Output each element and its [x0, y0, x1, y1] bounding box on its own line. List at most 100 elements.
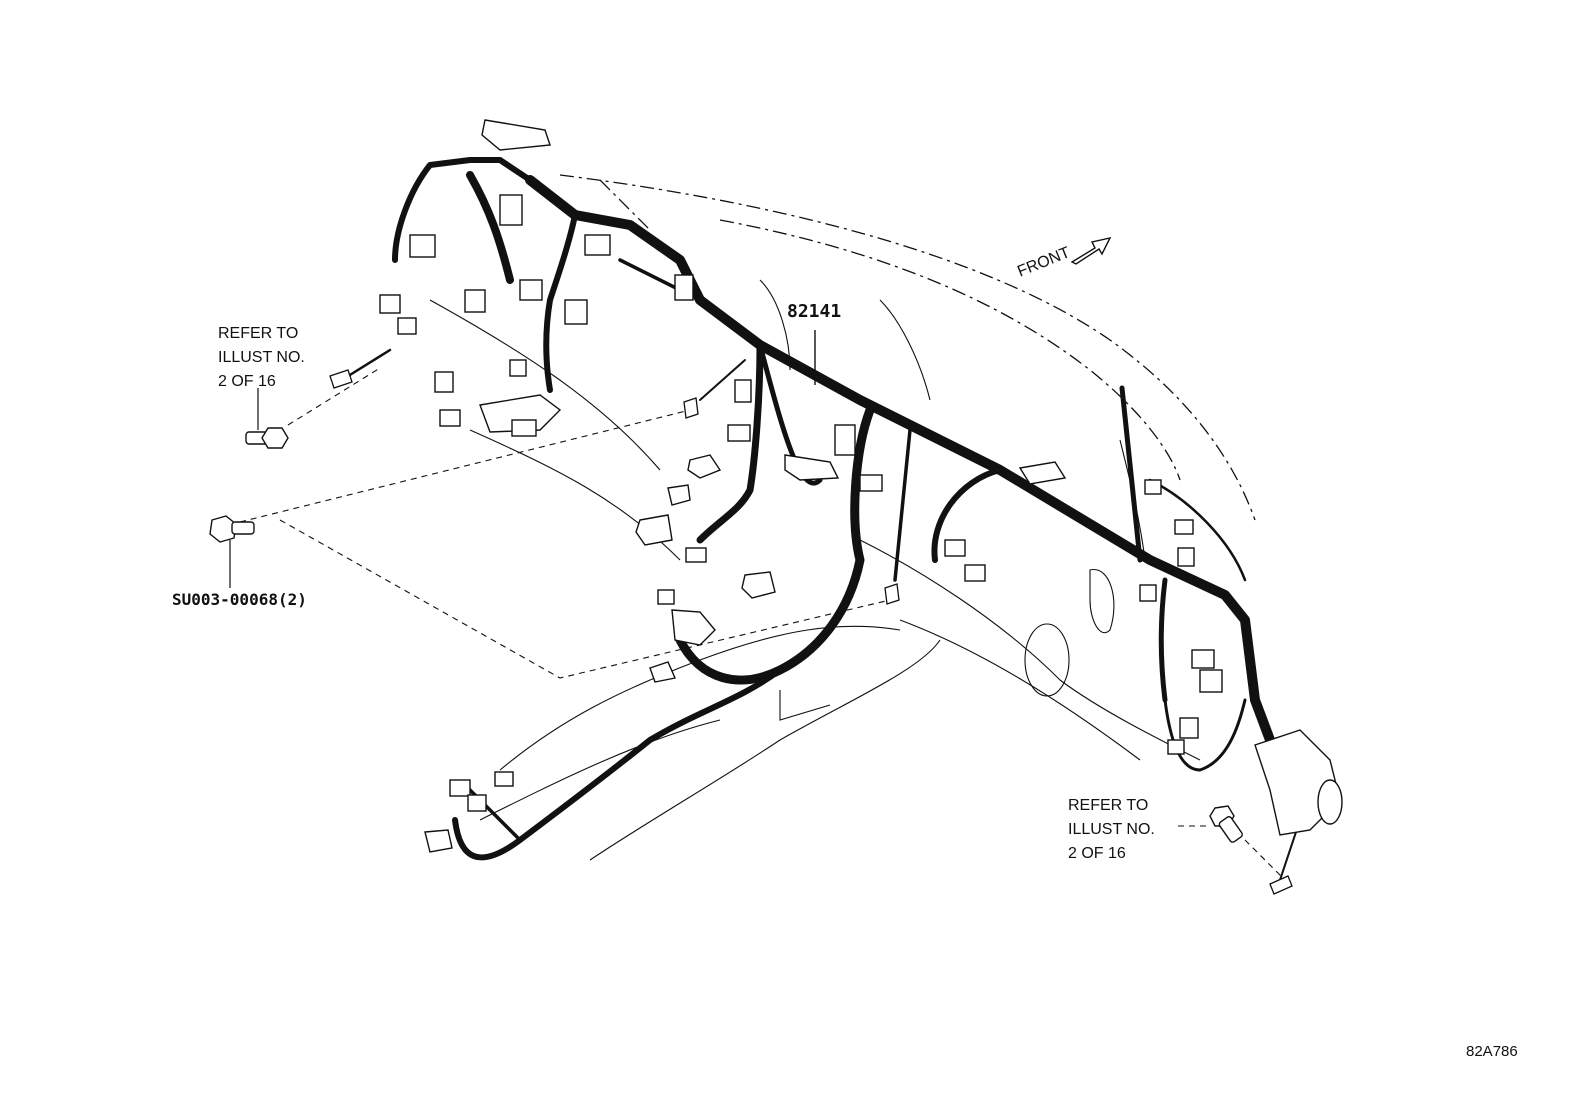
connector: [944, 539, 966, 557]
connector: [434, 371, 454, 393]
ground-terminal-lower: [884, 583, 900, 605]
right-pillar-branch: [1119, 385, 1143, 563]
connectors: [379, 119, 1223, 853]
connector: [1167, 739, 1185, 755]
connector: [784, 454, 840, 481]
ground-lead-left: [343, 348, 392, 380]
floor-line-3: [589, 639, 941, 861]
center-loop: [757, 342, 823, 486]
right-upper-thin: [1148, 478, 1247, 582]
right-module: [1254, 729, 1343, 836]
center-console-branch: [675, 405, 875, 685]
floor-branch: [452, 667, 783, 861]
connector: [1177, 547, 1195, 567]
connector: [741, 571, 776, 599]
connector: [499, 194, 523, 226]
connector: [964, 564, 986, 582]
connector: [564, 299, 588, 325]
connector: [671, 609, 716, 646]
bolt-part-number: SU003-00068(2): [172, 590, 307, 609]
connector-top: [481, 119, 551, 151]
ref-line-mid-bolt-upper: [239, 409, 691, 523]
main-trunk: [525, 175, 1275, 745]
connector: [859, 474, 883, 492]
dashboard-left-edge: [599, 179, 651, 231]
harness-part-number: 82141: [787, 301, 842, 322]
bolt-right: [1209, 805, 1243, 843]
dashboard-top-edge: [559, 174, 1256, 521]
connector: [467, 794, 487, 812]
tunnel-line: [779, 690, 831, 721]
connector: [1199, 669, 1223, 693]
body-sheet-lines: [429, 279, 1201, 861]
connector: [584, 234, 611, 256]
connector: [649, 661, 676, 683]
connector: [635, 514, 673, 546]
ground-terminal-center: [683, 397, 699, 419]
module-cylinder: [1317, 779, 1343, 825]
body-line-1: [429, 299, 661, 471]
connector: [674, 274, 694, 301]
center-drop-left: [696, 341, 764, 544]
ref-line-mid-bolt-lower: [279, 519, 891, 679]
body-line-5: [899, 619, 1141, 761]
connector: [409, 234, 436, 258]
connector: [1191, 649, 1215, 669]
right-refer-line-1: REFER TO: [1068, 797, 1149, 814]
vent-ellipse: [1024, 623, 1070, 697]
connector: [1144, 479, 1162, 495]
ground-terminals: [329, 369, 1293, 895]
right-lower-loop: [1163, 698, 1247, 772]
right-refer-line-2: ILLUST NO.: [1068, 821, 1155, 838]
connector: [1179, 717, 1199, 739]
right-refer-line-3: 2 OF 16: [1068, 845, 1126, 862]
connector: [509, 359, 527, 377]
bolt-top-left: [245, 427, 289, 449]
floor-connector-branch: [468, 788, 522, 842]
connector: [685, 547, 707, 563]
connector: [727, 424, 751, 442]
left-branch-top: [392, 157, 533, 263]
left-branch-mid: [466, 171, 514, 284]
figure-id: 82A786: [1466, 1043, 1518, 1060]
connector: [511, 419, 537, 437]
wire-harness: [343, 157, 1301, 881]
ground-terminal-left: [329, 369, 353, 389]
left-refer-line-1: REFER TO: [218, 325, 299, 342]
bolt-mid-left: [209, 515, 255, 543]
connector: [379, 294, 401, 314]
left-branch-down: [543, 212, 578, 393]
connector: [519, 279, 543, 301]
left-refer-line-2: ILLUST NO.: [218, 349, 305, 366]
connector: [439, 409, 461, 427]
connector: [834, 424, 856, 456]
ground-lead-center: [699, 359, 746, 401]
left-refer-line-3: 2 OF 16: [218, 373, 276, 390]
connector: [424, 829, 453, 853]
body-line-4: [859, 539, 1201, 761]
front-arrow-icon: [1070, 236, 1112, 265]
ref-line-right-bolt: [1244, 839, 1286, 881]
connector: [657, 589, 675, 605]
cluster-line: [879, 299, 931, 401]
connector: [449, 779, 471, 797]
connector: [1018, 461, 1067, 485]
connector: [667, 484, 691, 506]
vent-outline: [1089, 569, 1115, 633]
connector: [1139, 584, 1157, 602]
connector: [494, 771, 514, 787]
floor-line-1: [499, 625, 901, 771]
right-drop-branch: [1158, 577, 1168, 703]
bolts: [209, 427, 1243, 843]
connector: [397, 317, 417, 335]
body-outline: [559, 174, 1256, 521]
ref-line-top-bolt: [287, 367, 381, 426]
right-console-branch: [931, 467, 1003, 563]
dashboard-inner-edge: [719, 219, 1181, 481]
ground-terminal-right: [1269, 875, 1293, 895]
center-thin-branch: [893, 428, 912, 582]
connector: [1174, 519, 1194, 535]
connector: [687, 454, 722, 479]
